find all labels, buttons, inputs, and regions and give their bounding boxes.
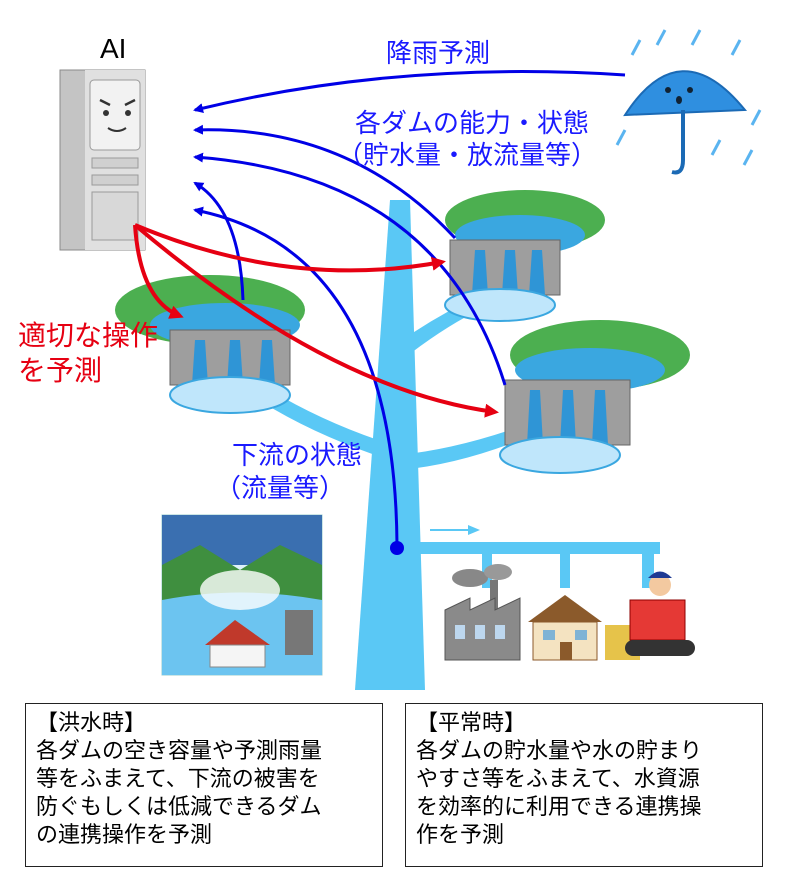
dam-icon <box>444 190 605 322</box>
rain-forecast-label: 降雨予測 <box>386 39 491 69</box>
flood-time-box: 【洪水時】 各ダムの空き容量や予測雨量 等をふまえて、下流の被害を 防ぐもしくは… <box>25 703 383 867</box>
dam-status-label-line2: （貯水量・放流量等） <box>337 141 598 171</box>
dam-status-label-line1: 各ダムの能力・状態 <box>355 109 590 139</box>
dam-icon <box>499 320 690 474</box>
normal-time-line: 作を予測 <box>416 823 505 848</box>
flood-time-line: 等をふまえて、下流の被害を <box>36 767 320 792</box>
normal-time-line: やすさ等をふまえて、水資源 <box>416 767 700 792</box>
flood-scene-icon <box>161 514 323 676</box>
ai-label: AI <box>100 33 126 64</box>
factory-icon <box>444 564 521 661</box>
flood-time-line: 防ぐもしくは低減できるダム <box>36 795 322 820</box>
normal-time-box: 【平常時】 各ダムの貯水量や水の貯まり やすさ等をふまえて、水資源 を効率的に利… <box>405 703 763 867</box>
operation-label-line2: を予測 <box>18 354 103 387</box>
house-icon <box>528 595 602 661</box>
operation-label-line1: 適切な操作 <box>18 319 159 352</box>
normal-time-line: を効率的に利用できる連携操 <box>416 795 702 820</box>
input-arrows <box>193 70 626 546</box>
farmer-icon <box>605 571 695 660</box>
downstream-label-line2: （流量等） <box>215 474 346 504</box>
normal-time-line: 各ダムの貯水量や水の貯まり <box>416 739 703 764</box>
flow-direction-arrow <box>430 525 480 535</box>
ai-server-icon <box>59 69 146 251</box>
output-arrows <box>133 223 499 418</box>
flood-time-line: 各ダムの空き容量や予測雨量 <box>36 739 323 764</box>
flood-time-heading: 【洪水時】 <box>36 711 147 736</box>
flood-time-line: の連携操作を予測 <box>36 823 213 848</box>
umbrella-rain-icon <box>615 29 762 175</box>
observation-point-dot <box>390 541 404 555</box>
downstream-label-line1: 下流の状態 <box>232 441 363 471</box>
normal-time-heading: 【平常時】 <box>416 711 527 736</box>
dam-icon <box>115 275 305 414</box>
